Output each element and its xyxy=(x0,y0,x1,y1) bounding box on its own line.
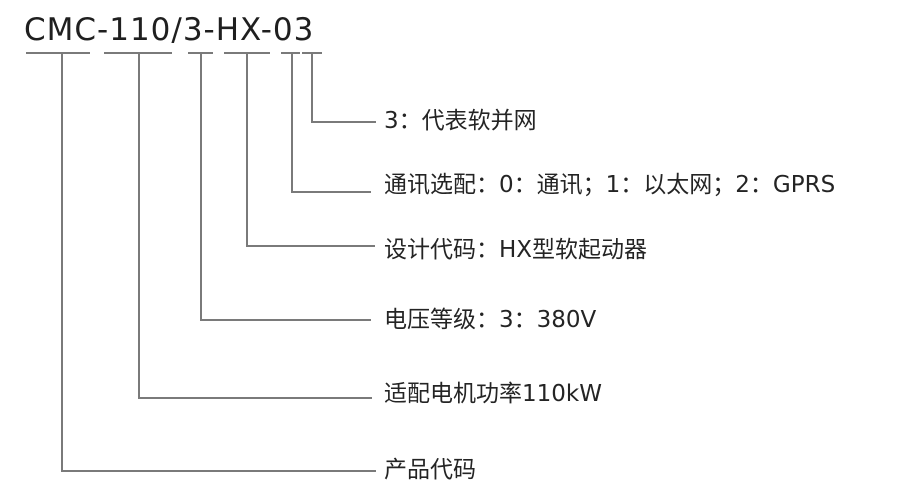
connector-horizontal-softgrid-3 xyxy=(311,121,376,123)
segment-underline-voltage-3 xyxy=(188,52,213,54)
segment-underline-110 xyxy=(104,52,172,54)
segment-underline-hx xyxy=(224,52,270,54)
connector-horizontal-hx xyxy=(246,245,375,247)
segment-underline-cmc xyxy=(26,52,90,54)
callout-label-soft-grid: 3：代表软并网 xyxy=(384,108,537,134)
connector-vertical-cmc xyxy=(61,54,63,472)
callout-label-design-code: 设计代码：HX型软起动器 xyxy=(384,237,648,263)
connector-vertical-0 xyxy=(291,54,293,193)
connector-vertical-voltage-3 xyxy=(200,54,202,321)
connector-vertical-110 xyxy=(138,54,140,399)
callout-label-voltage-class: 电压等级：3：380V xyxy=(384,307,597,333)
connector-vertical-softgrid-3 xyxy=(311,54,313,123)
callout-label-product-code: 产品代码 xyxy=(384,457,476,483)
connector-horizontal-voltage-3 xyxy=(200,319,371,321)
product-code: CMC-110/3-HX-03 xyxy=(24,12,315,48)
callout-label-motor-power: 适配电机功率110kW xyxy=(384,381,602,407)
connector-horizontal-110 xyxy=(138,397,372,399)
segment-underline-0 xyxy=(281,52,300,54)
connector-horizontal-cmc xyxy=(61,470,376,472)
segment-underline-softgrid-3 xyxy=(302,52,322,54)
connector-vertical-hx xyxy=(246,54,248,247)
connector-horizontal-0 xyxy=(291,191,371,193)
callout-label-communication-option: 通讯选配：0：通讯；1：以太网；2：GPRS xyxy=(384,172,836,198)
